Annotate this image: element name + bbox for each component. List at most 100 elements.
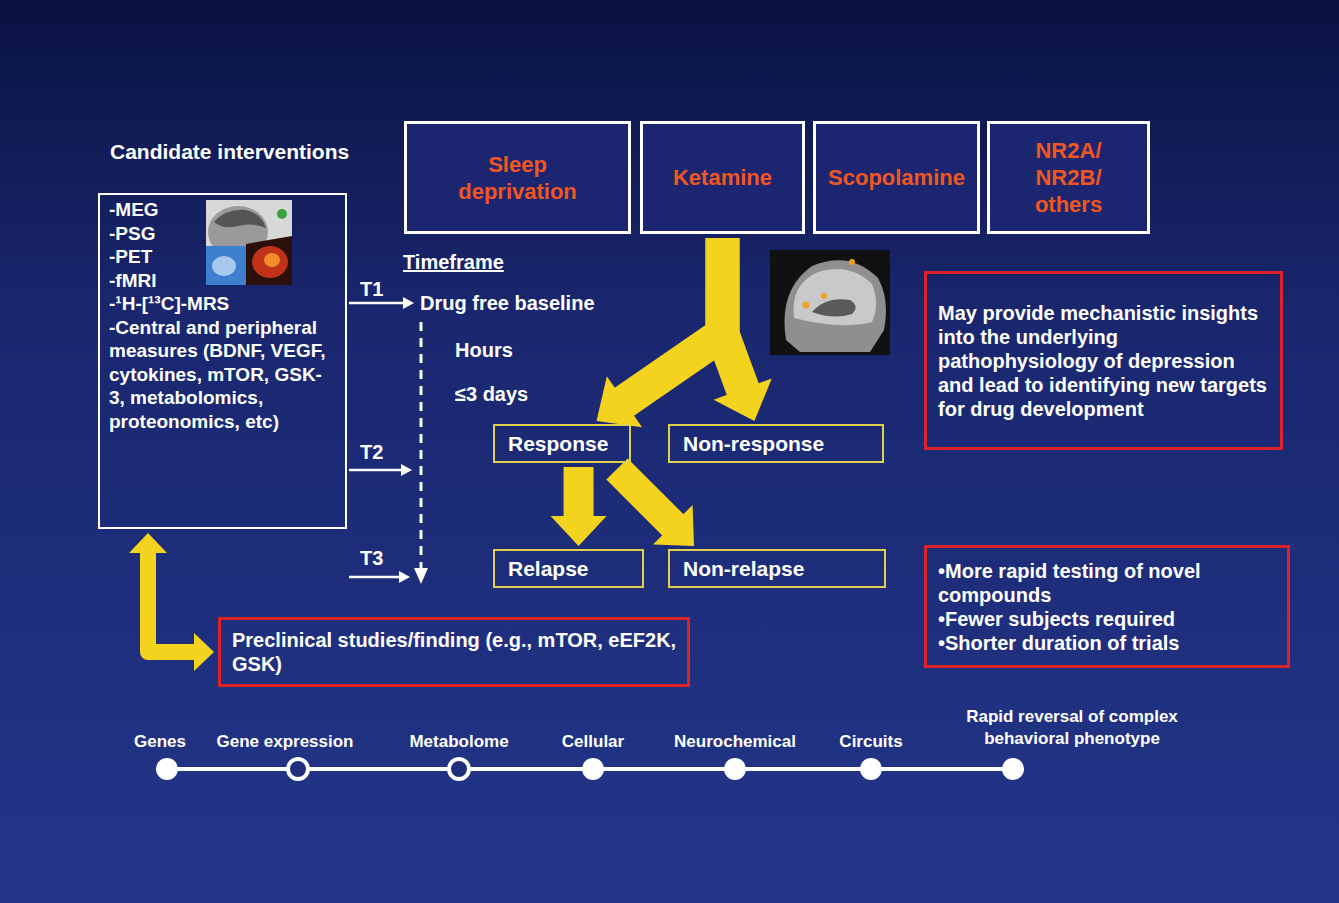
block-arrow — [551, 467, 607, 546]
activation-dot — [821, 293, 827, 299]
outcome-label: Response — [508, 431, 608, 456]
note-text: •Fewer subjects required — [938, 607, 1277, 631]
picture-ground — [206, 200, 292, 285]
list-item: -PET — [109, 245, 337, 269]
level-label: Metabolome — [409, 731, 508, 753]
block-arrow — [617, 469, 694, 546]
timeline-dot — [156, 758, 178, 780]
intervention-box: Scopolamine — [813, 121, 980, 234]
intervention-name: NR2A/ NR2B/ others — [1014, 137, 1124, 218]
arrow-head — [714, 378, 772, 421]
outcome-label: Non-relapse — [683, 556, 804, 581]
level-label: Cellular — [562, 731, 624, 753]
intervention-name: Scopolamine — [828, 164, 965, 191]
outcome-box: Relapse — [493, 549, 644, 588]
outcome-box: Non-relapse — [668, 549, 886, 588]
time-axis-dashed — [420, 322, 423, 568]
arrow-shaft — [564, 467, 594, 518]
level-label: Gene expression — [216, 731, 353, 753]
t3-arrow-line — [349, 576, 400, 579]
scan-region — [212, 256, 236, 276]
t2-arrow-head — [401, 464, 412, 476]
time-point: T1 — [360, 277, 383, 301]
axis-heading: Timeframe — [403, 250, 504, 274]
time-point: T3 — [360, 546, 383, 570]
note-text: •More rapid testing of novel compounds — [938, 559, 1277, 607]
outcome-label: Relapse — [508, 556, 589, 581]
arrow-head — [597, 376, 643, 427]
intervention-box: NR2A/ NR2B/ others — [987, 121, 1150, 234]
outcome-box: Response — [493, 424, 631, 463]
scan-panel-blue — [206, 246, 246, 285]
brain-section — [794, 269, 877, 325]
t1-arrow-head — [403, 297, 414, 309]
panel-heading: Candidate interventions — [110, 140, 347, 164]
timeline-dot — [860, 758, 882, 780]
intervention-panel: Candidate interventions -MEG-PSG-PET-fMRI… — [98, 140, 347, 529]
block-arrow — [597, 238, 723, 427]
note-text: Preclinical studies/finding (e.g., mTOR,… — [232, 628, 677, 676]
note-text: May provide mechanistic insights into th… — [938, 301, 1270, 421]
brain-imaging-picture — [206, 200, 292, 285]
preclinical-box: Preclinical studies/finding (e.g., mTOR,… — [218, 617, 690, 687]
time-axis-head — [414, 568, 428, 584]
scan-panel-dark — [246, 236, 292, 285]
scan-hotspot — [252, 246, 288, 278]
outcome-label: Non-response — [683, 431, 824, 456]
time-label: Hours — [455, 338, 513, 362]
activation-dot — [849, 259, 855, 265]
level-label: Neurochemical — [674, 731, 796, 753]
brain-fold — [214, 210, 266, 228]
block-arrow — [129, 533, 214, 671]
arrow-shaft — [723, 238, 744, 391]
time-label: ≤3 days — [455, 382, 528, 406]
level-timeline — [156, 758, 1024, 780]
t1-arrow-line — [349, 302, 404, 305]
intervention-box: Ketamine — [640, 121, 805, 234]
arrow-head — [551, 516, 607, 546]
list-item: -fMRI — [109, 269, 337, 293]
note-box: •More rapid testing of novel compounds•F… — [924, 545, 1290, 668]
time-label: Drug free baseline — [420, 291, 595, 315]
timeline-dot — [582, 758, 604, 780]
list-item: -¹H-[¹³C]-MRS — [109, 292, 337, 316]
arrow-head — [129, 533, 167, 553]
list-item: -MEG — [109, 198, 337, 222]
scan-dot — [277, 209, 287, 219]
arrow-shaft — [617, 469, 674, 526]
intervention-name: Sleep deprivation — [428, 151, 608, 205]
timeline-ring — [449, 759, 469, 779]
timeframe-marks — [349, 297, 428, 584]
ventricle — [812, 299, 856, 316]
t3-arrow-head — [399, 571, 410, 583]
intervention-box: Sleep deprivation — [404, 121, 631, 234]
arrow-head — [194, 633, 214, 671]
level-label: Rapid reversal of complex behavioral phe… — [941, 706, 1203, 750]
activation-dot — [803, 302, 810, 309]
block-arrow — [714, 238, 772, 421]
time-point: T2 — [360, 440, 383, 464]
timeline-ring — [288, 759, 308, 779]
note-text: •Shorter duration of trials — [938, 631, 1277, 655]
level-label: Genes — [134, 731, 186, 753]
list-item: -PSG — [109, 222, 337, 246]
level-label: Circuits — [839, 731, 902, 753]
mri-ground — [770, 250, 890, 355]
timeline-dot — [724, 758, 746, 780]
panel-frame: -MEG-PSG-PET-fMRI-¹H-[¹³C]-MRS-Central a… — [98, 193, 347, 529]
list-item: -Central and peripheral measures (BDNF, … — [109, 316, 337, 434]
head-outline — [784, 260, 886, 352]
scan-hotspot-core — [264, 253, 280, 267]
intervention-name: Ketamine — [673, 164, 772, 191]
note-box: May provide mechanistic insights into th… — [924, 271, 1283, 450]
arrow-shaft — [148, 551, 196, 652]
mri-picture — [770, 250, 890, 355]
outcome-box: Non-response — [668, 424, 884, 463]
t2-arrow-line — [349, 469, 402, 472]
arrow-head — [653, 505, 694, 546]
timeline-dot — [1002, 758, 1024, 780]
